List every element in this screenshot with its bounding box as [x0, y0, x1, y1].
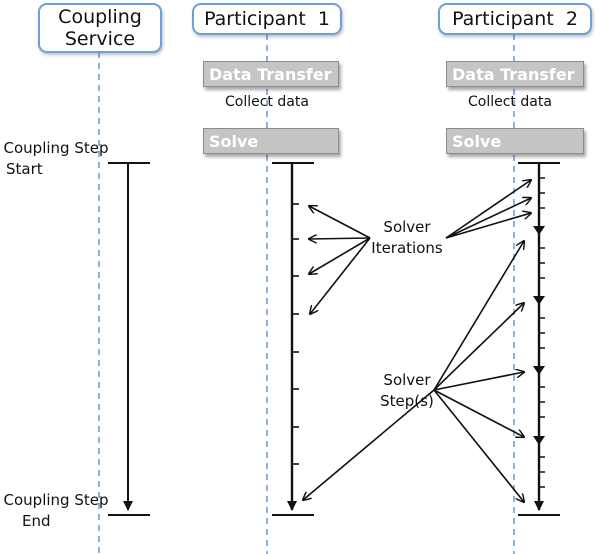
- solver-steps-line2: Step(s): [380, 392, 434, 410]
- solver-steps-line1: Solver: [383, 371, 431, 389]
- coupling-step-end-line2: End: [22, 512, 51, 530]
- data-transfer-box-participant-1: Data Transfer: [203, 61, 339, 87]
- lane-header-line1: Coupling: [58, 6, 142, 28]
- solver-steps-label: Solver Step(s): [372, 370, 442, 412]
- solve-label: Solve: [452, 131, 502, 151]
- data-transfer-box-participant-2: Data Transfer: [446, 61, 584, 87]
- solver-steps-arrows: [303, 241, 524, 502]
- solve-label: Solve: [209, 131, 259, 151]
- coupling-step-start-label: Coupling Step Start: [0, 138, 112, 180]
- data-transfer-label: Data Transfer: [452, 64, 575, 84]
- lane-header-label: Participant 2: [452, 8, 578, 30]
- coupling-step-end-label: Coupling Step End: [0, 490, 112, 532]
- lane-header-line2: Service: [64, 28, 136, 50]
- solver-iterations-line2: Iterations: [371, 239, 443, 257]
- participant-2-timeline: [518, 162, 560, 516]
- coupling-step-bar: [108, 162, 150, 516]
- collect-data-label-participant-1: Collect data: [225, 94, 309, 110]
- participant-1-timeline: [272, 162, 314, 516]
- solve-box-participant-2: Solve: [446, 128, 584, 154]
- lane-header-participant-1: Participant 1: [192, 3, 342, 35]
- lane-header-participant-2: Participant 2: [438, 3, 592, 35]
- coupling-step-start-line1: Coupling Step: [3, 139, 109, 157]
- solver-iterations-line1: Solver: [383, 218, 431, 236]
- coupling-step-end-line1: Coupling Step: [3, 491, 109, 509]
- coupling-step-start-line2: Start: [6, 160, 43, 178]
- collect-data-label-participant-2: Collect data: [468, 94, 552, 110]
- lane-header-label: Participant 1: [204, 8, 330, 30]
- solver-iterations-arrows: [309, 180, 531, 314]
- solve-box-participant-1: Solve: [203, 128, 339, 154]
- solver-iterations-label: Solver Iterations: [364, 217, 450, 259]
- lane-header-coupling-service: Coupling Service: [38, 3, 162, 53]
- data-transfer-label: Data Transfer: [209, 64, 332, 84]
